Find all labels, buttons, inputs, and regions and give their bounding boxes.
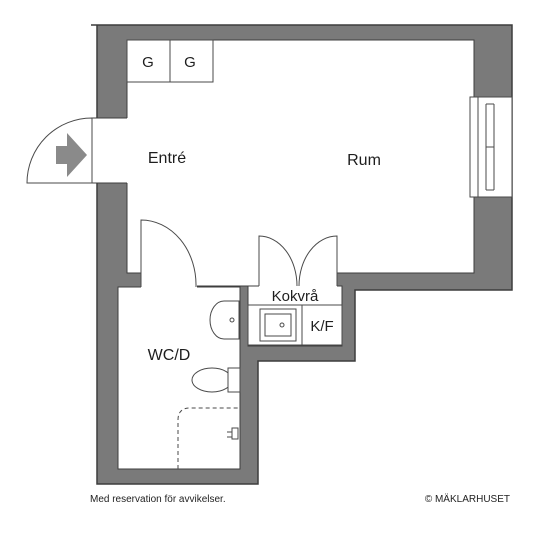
room-label-kf: K/F <box>310 318 333 335</box>
wardrobe-label-2: G <box>184 54 196 71</box>
wardrobe-unit: G G <box>126 39 214 83</box>
room-label-kokvra: Kokvrå <box>272 288 319 305</box>
disclaimer-text: Med reservation för avvikelser. <box>90 494 226 505</box>
wc-door-swing <box>140 219 197 288</box>
kitchen-door-swing-left <box>258 235 298 287</box>
washbasin-icon <box>209 300 240 340</box>
wardrobe-label-1: G <box>142 54 154 71</box>
room-label-wc: WC/D <box>148 347 191 364</box>
kitchen-door-opening <box>259 271 337 288</box>
toilet-icon <box>191 367 241 393</box>
room-label-entre: Entré <box>148 150 186 167</box>
window-right <box>469 96 513 198</box>
entry-arrow-icon <box>56 133 87 177</box>
entry-opening <box>89 118 129 183</box>
kitchen-door-swing-right <box>298 235 338 287</box>
shower-faucet-icon <box>227 427 239 440</box>
copyright-text: © MÄKLARHUSET <box>424 494 510 505</box>
wc-door-opening <box>141 272 197 289</box>
shower-area <box>177 407 240 469</box>
room-label-rum: Rum <box>347 152 381 169</box>
